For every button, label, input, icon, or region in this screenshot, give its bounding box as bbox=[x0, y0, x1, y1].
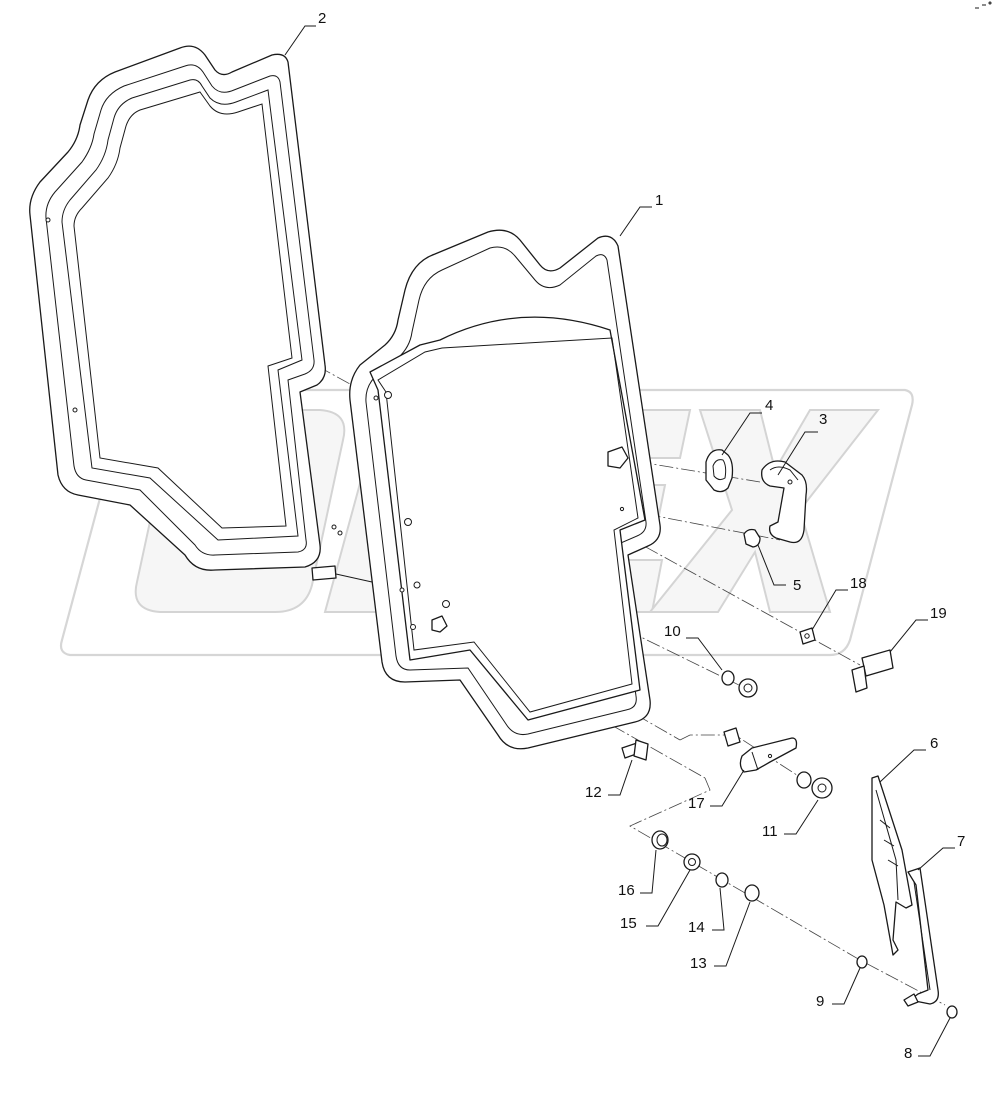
nut-part-15 bbox=[683, 853, 701, 871]
square-nut-part-18 bbox=[799, 627, 816, 645]
seal-frame-outer bbox=[29, 45, 326, 571]
striker-part-19 bbox=[851, 649, 894, 693]
cap-nut-upper bbox=[738, 678, 758, 698]
washer-part-13 bbox=[744, 884, 760, 902]
callout-4: 4 bbox=[765, 397, 773, 414]
corner-marks bbox=[975, 1, 992, 9]
callout-6: 6 bbox=[930, 735, 938, 752]
callout-12: 12 bbox=[585, 784, 602, 801]
door-glass-pane bbox=[369, 316, 646, 721]
callout-3: 3 bbox=[819, 411, 827, 428]
callout-18: 18 bbox=[850, 575, 867, 592]
wiper-blade-part-6 bbox=[871, 775, 913, 956]
washer-part-9 bbox=[856, 955, 868, 969]
clip-part-5 bbox=[743, 528, 761, 548]
nut-part-8 bbox=[946, 1005, 958, 1019]
leader-lines bbox=[284, 25, 955, 1057]
wiper-arm-part-7 bbox=[903, 867, 939, 1007]
escutcheon-part-4 bbox=[705, 449, 734, 493]
seal-frame-part-2 bbox=[29, 45, 326, 571]
callout-8: 8 bbox=[904, 1045, 912, 1062]
callout-10: 10 bbox=[664, 623, 681, 640]
door-latch-rod bbox=[311, 565, 337, 581]
seal-frame-inner bbox=[45, 64, 315, 556]
washer-part-10 bbox=[721, 670, 735, 686]
callout-5: 5 bbox=[793, 577, 801, 594]
cap-nut-part-11 bbox=[796, 771, 833, 799]
door-panel-part-1 bbox=[311, 229, 661, 750]
callout-13: 13 bbox=[690, 955, 707, 972]
callout-7: 7 bbox=[957, 833, 965, 850]
seal-ring-part-16 bbox=[651, 830, 669, 850]
door-panel-inner-seal bbox=[365, 246, 647, 735]
callout-1: 1 bbox=[655, 192, 663, 209]
callout-16: 16 bbox=[618, 882, 635, 899]
callout-11: 11 bbox=[762, 823, 778, 840]
washer-part-14 bbox=[715, 872, 729, 888]
callout-19: 19 bbox=[930, 605, 947, 622]
callout-labels: 2 1 3 4 5 18 19 10 6 7 17 11 12 16 15 14… bbox=[318, 10, 965, 1062]
hinge-bracket-part-17 bbox=[723, 727, 798, 773]
bolt-part-12 bbox=[621, 739, 649, 761]
callout-9: 9 bbox=[816, 993, 824, 1010]
callout-17: 17 bbox=[688, 795, 705, 812]
callout-2: 2 bbox=[318, 10, 326, 27]
grab-handle-part-3 bbox=[761, 460, 808, 544]
callout-15: 15 bbox=[620, 915, 637, 932]
callout-14: 14 bbox=[688, 919, 705, 936]
